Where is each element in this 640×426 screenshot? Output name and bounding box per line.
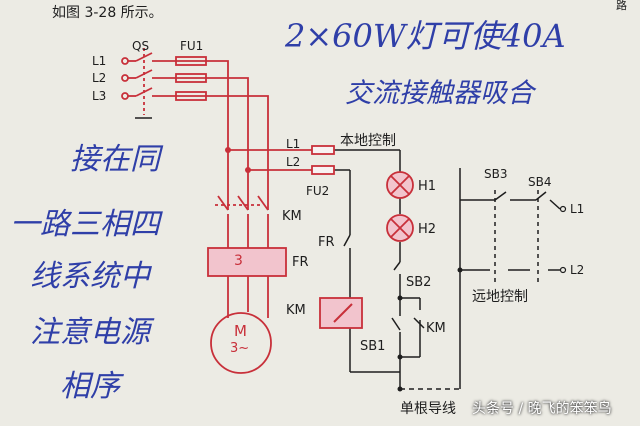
local-label-l1: L1 xyxy=(286,137,301,151)
label-sb3: SB3 xyxy=(484,167,508,181)
label-sb1: SB1 xyxy=(360,339,386,354)
fu2-fuses xyxy=(311,145,335,175)
remote-terminals xyxy=(559,205,567,274)
handwritten-load-note: 2×60W灯可使40A xyxy=(285,17,566,55)
handwritten-note-line1: 一路三相四 xyxy=(10,207,160,242)
label-l1: L1 xyxy=(92,54,107,68)
label-fr-contact: FR xyxy=(318,235,335,250)
label-l2: L2 xyxy=(92,71,107,85)
label-fu2: FU2 xyxy=(306,184,330,198)
label-fr-main: FR xyxy=(292,255,309,270)
watermark: 头条号 / 晚飞的笨笨鸟 xyxy=(472,401,612,417)
label-fu1: FU1 xyxy=(180,39,204,53)
remote-label-l2: L2 xyxy=(570,263,585,277)
local-control-circuit xyxy=(334,149,461,390)
terminal-l3 xyxy=(121,92,129,100)
remote-label-l1: L1 xyxy=(570,202,585,216)
fr-element-symbol: 3 xyxy=(234,253,243,269)
junction-dots xyxy=(225,147,251,173)
remote-control-title: 远地控制 xyxy=(472,289,528,305)
lamp-crosses xyxy=(390,175,410,238)
km-coil-mark xyxy=(333,303,353,323)
label-h1: H1 xyxy=(418,179,437,194)
single-wire-label: 单根导线 xyxy=(400,401,456,417)
handwritten-note-line3: 注意电源 xyxy=(30,315,150,350)
label-sb4: SB4 xyxy=(528,175,552,189)
handwritten-note-line2: 线系统中 xyxy=(30,259,150,294)
motor-label-m: M xyxy=(234,322,247,340)
label-km-coil: KM xyxy=(286,303,306,318)
handwritten-contactor-note: 交流接触器吸合 xyxy=(345,78,534,109)
motor-label-phase: 3~ xyxy=(230,341,250,356)
label-sb2: SB2 xyxy=(406,275,432,290)
remote-control-circuit xyxy=(460,190,561,282)
label-l3: L3 xyxy=(92,89,107,103)
label-qs: QS xyxy=(132,39,150,53)
terminal-l2 xyxy=(121,74,129,82)
label-km-contact: KM xyxy=(426,321,446,336)
handwritten-note-line4: 相序 xyxy=(60,369,120,404)
local-control-title: 本地控制 xyxy=(340,133,396,149)
handwritten-connect-note: 接在同 xyxy=(70,142,160,177)
control-dots xyxy=(397,267,463,392)
corner-fragment: 路 xyxy=(616,0,627,12)
km-coil xyxy=(319,297,363,329)
label-h2: H2 xyxy=(418,222,437,237)
label-km-main: KM xyxy=(282,209,302,224)
fr-thermal-relay xyxy=(207,247,287,277)
local-label-l2: L2 xyxy=(286,155,301,169)
page-heading: 如图 3-28 所示。 xyxy=(52,5,163,21)
motor-symbol xyxy=(210,312,272,374)
main-circuit xyxy=(121,48,312,374)
terminal-l1 xyxy=(121,57,129,65)
